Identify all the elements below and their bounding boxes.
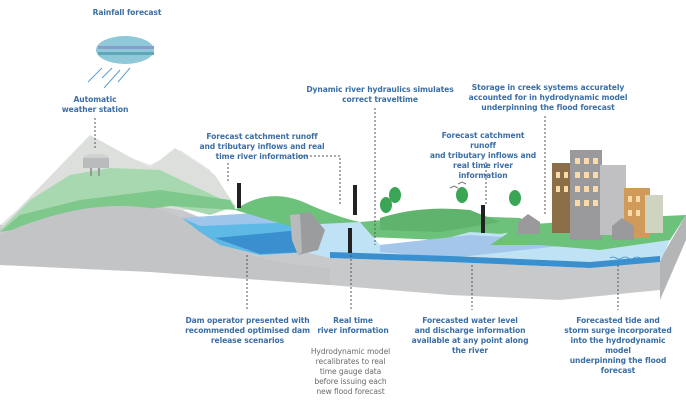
creek-storage-label: Storage in creek systems accurately acco… bbox=[468, 83, 628, 112]
river-stripe bbox=[330, 252, 660, 268]
tide-surge-label: Forecasted tide and storm surge incorpor… bbox=[564, 316, 672, 375]
dam-face bbox=[290, 214, 302, 255]
dam-operator-label: Dam operator presented with recommended … bbox=[185, 316, 310, 345]
reservoir-deep bbox=[215, 230, 305, 254]
catchment-left-label: Forecast catchment runoff and tributary … bbox=[199, 132, 325, 161]
wave-icon bbox=[609, 256, 641, 264]
river-hydraulics-label: Dynamic river hydraulics simulates corre… bbox=[306, 85, 454, 104]
tree-icon bbox=[380, 187, 521, 213]
rainfall-forecast-label: Rainfall forecast bbox=[92, 8, 162, 17]
gauge-icon bbox=[237, 183, 485, 253]
weather-station-label: Automatic weather station bbox=[61, 95, 129, 114]
recalibrate-label: Hydrodynamic model recalibrates to real … bbox=[310, 347, 391, 396]
leader-lines bbox=[94, 108, 619, 310]
weather-station-icon bbox=[83, 154, 109, 176]
ground-side bbox=[660, 215, 686, 300]
water-level-label: Forecasted water level and discharge inf… bbox=[411, 316, 529, 355]
real-time-label: Real time river information bbox=[317, 316, 389, 335]
foreground-hill bbox=[0, 205, 330, 285]
building-icon bbox=[552, 150, 663, 240]
cloud-icon bbox=[87, 36, 154, 89]
middle-hill-light bbox=[380, 208, 500, 232]
catchment-right-label: Forecast catchment runoff and tributary … bbox=[429, 131, 537, 180]
bird-icon bbox=[449, 181, 467, 189]
house-icon bbox=[518, 214, 634, 240]
